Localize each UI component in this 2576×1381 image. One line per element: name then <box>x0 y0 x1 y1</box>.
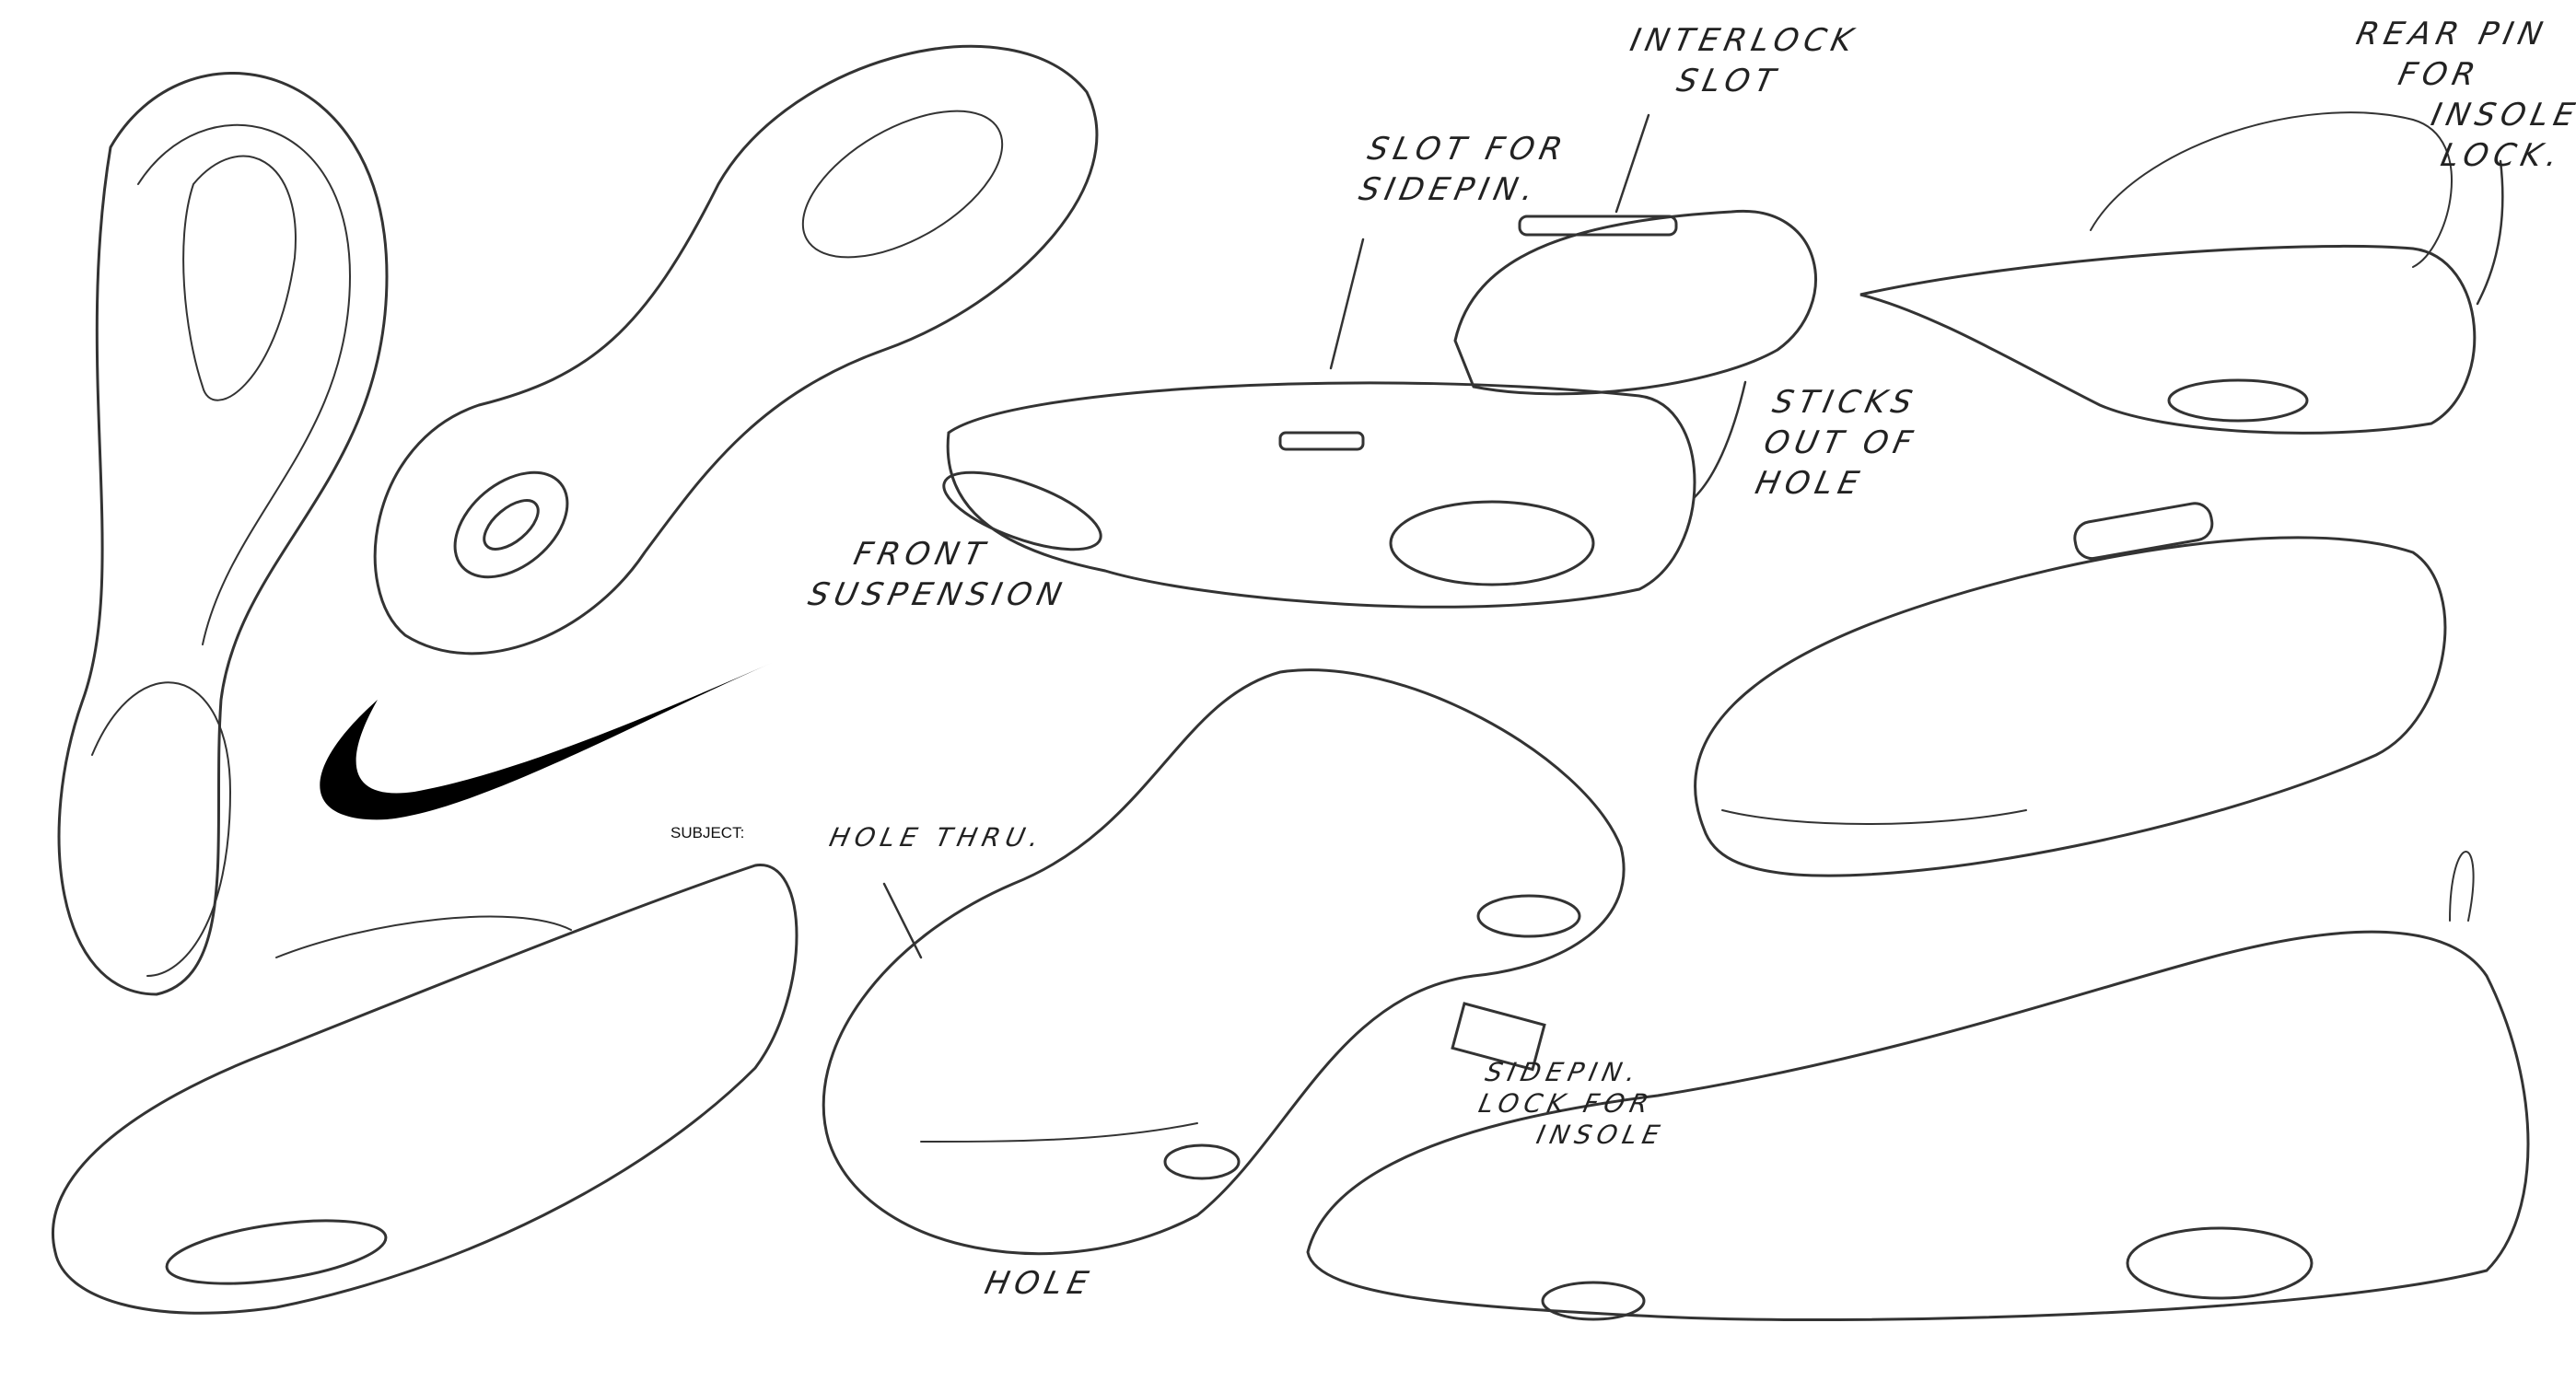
note-line: INTERLOCK <box>1626 22 1861 59</box>
note-rear-pin: REAR PIN FOR INSOLE LOCK. <box>2326 14 2576 176</box>
note-line: SUSPENSION <box>805 576 1070 613</box>
note-line: INSOLE <box>1533 1120 1668 1150</box>
shoe-sketch-bottom-left <box>52 864 798 1315</box>
subject-label: SUBJECT: <box>670 824 745 841</box>
sole-sketch-diagonal <box>373 44 1099 656</box>
note-front-suspension: FRONT SUSPENSION <box>805 534 1079 615</box>
note-interlock-slot: INTERLOCK SLOT <box>1618 20 1862 101</box>
shoe-sketch-side-exploded <box>942 209 1817 609</box>
leader-lines <box>882 113 2504 959</box>
note-line: SIDEPIN. <box>1356 171 1543 208</box>
note-hole-thru: HOLE THRU. <box>825 818 1048 858</box>
note-line: FRONT <box>850 536 994 573</box>
note-slot-for-sidepin: SLOT FOR SIDEPIN. <box>1356 129 1571 210</box>
note-line: INSOLE <box>2428 97 2576 133</box>
note-line: STICKS <box>1769 384 1921 421</box>
shoe-sketch-right-middle <box>1694 502 2447 877</box>
shoe-sketch-bottom-right <box>1306 851 2530 1321</box>
note-sticks-out-of-hole: STICKS OUT OF HOLE <box>1752 382 1930 504</box>
note-sidepin-lock: SIDEPIN. LOCK FOR INSOLE <box>1469 1057 1681 1151</box>
note-line: HOLE THRU. <box>826 822 1047 853</box>
note-line: SIDEPIN. <box>1482 1057 1645 1087</box>
note-line: OUT OF <box>1760 424 1921 461</box>
note-line: SLOT FOR <box>1364 131 1571 168</box>
note-line: FOR <box>2395 56 2484 93</box>
shoe-sketch-center <box>822 668 1626 1256</box>
sole-sketch-left <box>57 72 389 996</box>
note-line: LOCK FOR <box>1475 1088 1657 1119</box>
nike-swoosh-logo <box>320 663 772 820</box>
shoe-sketch-heel-top-right <box>1859 111 2477 435</box>
note-line: REAR PIN <box>2352 16 2552 52</box>
note-hole: HOLE <box>981 1263 1097 1304</box>
note-line: SLOT <box>1673 63 1784 99</box>
note-line: LOCK. <box>2437 137 2567 174</box>
note-line: HOLE <box>981 1265 1098 1302</box>
note-line: HOLE <box>1752 465 1868 502</box>
